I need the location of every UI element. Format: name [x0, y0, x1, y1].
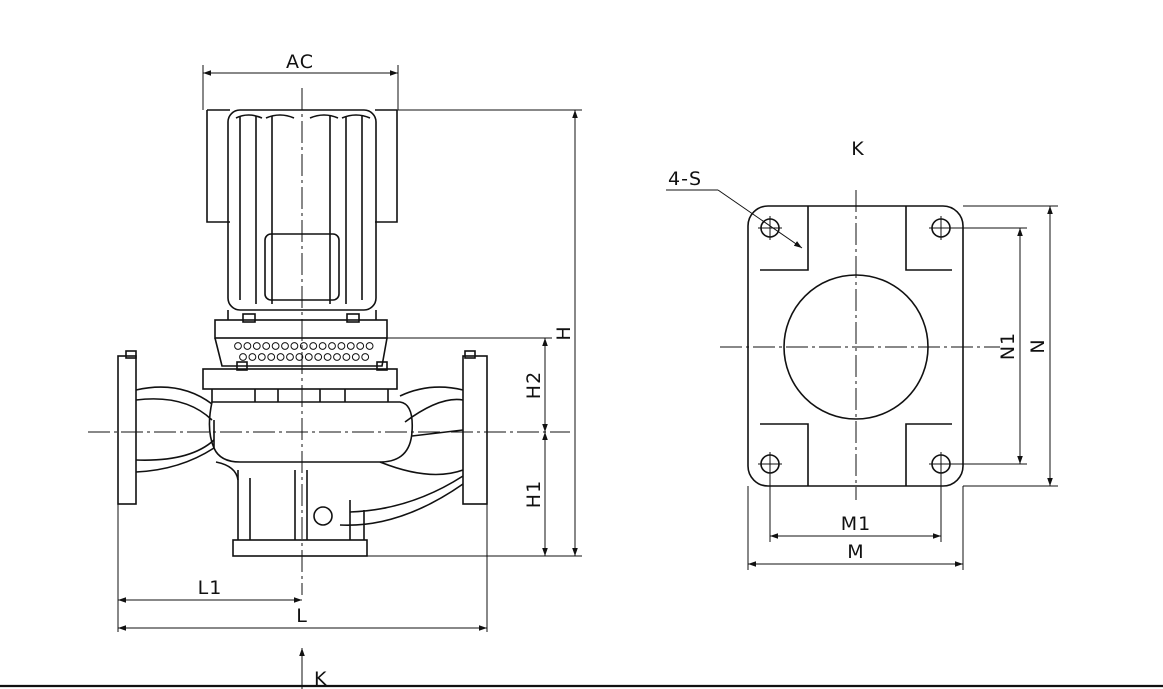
lantern-vent-hole: [328, 342, 336, 350]
bolt-hole-top-left: [758, 216, 782, 240]
pump-base: [215, 461, 368, 557]
lantern-vent-hole: [304, 353, 313, 361]
lantern-vent-hole: [248, 353, 257, 361]
lantern-vent-hole: [262, 342, 271, 350]
lantern-vent-hole: [286, 353, 294, 361]
lantern-vent-hole: [281, 342, 289, 350]
lantern-vent-hole: [295, 353, 304, 361]
lantern-vent-hole: [314, 353, 323, 361]
view-k: K: [666, 138, 1058, 570]
lantern-vent-hole: [323, 353, 332, 361]
label-h2: H2: [523, 371, 545, 399]
lantern-vent-hole: [234, 342, 242, 350]
label-h1: H1: [523, 480, 545, 508]
lantern-vent-hole: [337, 342, 346, 350]
lantern-vent-hole: [333, 353, 341, 361]
dimension-h1: H1: [523, 432, 548, 556]
label-n1: N1: [997, 332, 1019, 360]
dimension-l1: L1: [117, 504, 302, 632]
dimension-h2: H2: [387, 337, 552, 432]
base-plate: [747, 205, 964, 487]
dimension-n: N: [963, 205, 1058, 487]
lantern-vent-hole: [252, 342, 261, 350]
lantern-vent-hole: [271, 342, 280, 350]
lantern-vent-hole: [239, 353, 247, 361]
label-m1: M1: [841, 513, 871, 535]
lantern-vent-hole: [257, 353, 266, 361]
bolt-hole-bottom-right: [929, 452, 953, 476]
corner-pad-bottom-left: [760, 423, 809, 486]
lantern-vent-hole: [318, 342, 327, 350]
label-l: L: [296, 605, 308, 627]
corner-pad-bottom-right: [905, 423, 952, 486]
bolt-hole-top-right: [929, 216, 953, 240]
label-ac: AC: [286, 51, 314, 73]
lantern-vent-hole: [351, 353, 360, 361]
dimension-ac: AC: [202, 51, 399, 110]
lantern-vent-hole: [276, 353, 285, 361]
dimension-m1: M1: [769, 474, 942, 542]
dimension-l: L: [118, 504, 488, 632]
corner-pad-top-right: [905, 206, 952, 271]
lantern-vent-hole: [267, 353, 276, 361]
dimension-n1: N1: [950, 227, 1027, 465]
label-k-view: K: [851, 138, 864, 160]
dimension-h: H: [367, 109, 582, 557]
label-4s: 4-S: [668, 168, 702, 190]
dimension-4s: 4-S: [666, 168, 803, 249]
inlet-pipe: [117, 350, 215, 505]
lantern-vent-hole: [243, 342, 252, 350]
pump-cover: [202, 361, 398, 402]
label-m: M: [847, 541, 864, 563]
lantern-vent-hole: [299, 342, 308, 350]
lantern-vent-hole: [346, 342, 355, 350]
front-view: AC H H2 H1 L1 L: [88, 51, 582, 689]
label-l1: L1: [198, 577, 223, 599]
bolt-hole-bottom-left: [758, 452, 782, 476]
lantern-vent-hole: [342, 353, 351, 361]
lantern-vent-hole: [309, 342, 318, 350]
outlet-pipe: [339, 350, 488, 526]
lantern-vent-hole: [356, 342, 365, 350]
label-h: H: [553, 325, 575, 340]
lantern-vent-hole: [361, 353, 370, 361]
lantern-vent-hole: [290, 342, 299, 350]
lantern-vent-hole: [365, 342, 374, 350]
view-arrow-k: K: [299, 648, 327, 689]
label-n: N: [1027, 338, 1049, 353]
motor-flange: [214, 310, 388, 339]
corner-pad-top-left: [760, 206, 809, 271]
dimension-m: M: [747, 486, 964, 570]
label-k-arrow: K: [314, 668, 327, 689]
